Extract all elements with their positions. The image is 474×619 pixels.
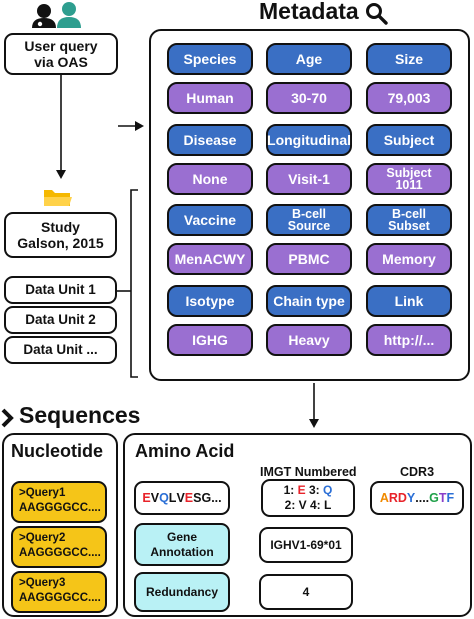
- imgt-position: 1:: [283, 483, 295, 497]
- residue: V: [176, 491, 185, 505]
- metadata-key: Species: [167, 43, 253, 75]
- data-unit-box: Data Unit 1: [4, 276, 117, 304]
- metadata-value: Human: [167, 82, 253, 114]
- residue: E: [184, 491, 194, 505]
- residue: Q: [159, 491, 169, 505]
- metadata-key: Longitudinal: [266, 124, 352, 156]
- residue: S: [193, 491, 202, 505]
- residue: L: [168, 491, 177, 505]
- residue: Q: [323, 483, 333, 497]
- residue: T: [438, 491, 447, 505]
- metadata-value: MenACWY: [167, 243, 253, 275]
- metadata-value: Subject 1011: [366, 163, 452, 195]
- residue: V: [150, 491, 160, 505]
- imgt-numbered-box: 1: E 3: Q 2: V 4: L: [261, 479, 355, 517]
- imgt-line-2: 2: V 4: L: [284, 498, 332, 512]
- magnifier-icon: [366, 3, 388, 25]
- residue: D: [397, 491, 407, 505]
- nucleotide-title: Nucleotide: [11, 441, 104, 461]
- metadata-key: Size: [366, 43, 452, 75]
- residue: ...: [211, 491, 222, 505]
- query-sequence: AAGGGGCC....: [19, 591, 101, 604]
- chevron-right-icon: [1, 408, 14, 428]
- gene-annotation-tool: Gene Annotation: [134, 523, 230, 566]
- sequences-title: Sequences: [19, 402, 141, 428]
- query-id: >Query3: [19, 577, 66, 589]
- residue: F: [446, 491, 455, 505]
- metadata-value: 79,003: [366, 82, 452, 114]
- user-query-box: User query via OAS: [4, 33, 118, 75]
- residue: E: [297, 483, 306, 497]
- metadata-key: Chain type: [266, 285, 352, 317]
- metadata-value: Memory: [366, 243, 452, 275]
- query-sequence: AAGGGGCC....: [19, 501, 101, 514]
- metadata-title: Metadata: [259, 0, 359, 24]
- metadata-key: Link: [366, 285, 452, 317]
- user-group-icon: [32, 2, 81, 28]
- redundancy-tool: Redundancy: [134, 572, 230, 612]
- residue: A: [379, 491, 389, 505]
- metadata-key: Isotype: [167, 285, 253, 317]
- study-box: Study Galson, 2015: [4, 212, 117, 258]
- query-id: >Query1: [19, 487, 66, 499]
- metadata-value: 30-70: [266, 82, 352, 114]
- cdr3-sequence: A R D Y .... G T F: [370, 481, 464, 515]
- metadata-key: Vaccine: [167, 204, 253, 236]
- amino-acid-title: Amino Acid: [135, 441, 235, 461]
- imgt-label: IMGT Numbered: [260, 465, 357, 479]
- residue: Y: [406, 491, 416, 505]
- query-id: >Query2: [19, 532, 66, 544]
- data-unit-box: Data Unit ...: [4, 336, 117, 364]
- metadata-value: Visit-1: [266, 163, 352, 195]
- imgt-position: 3:: [309, 483, 320, 497]
- protein-sequence: E V Q L V E S G ...: [134, 481, 230, 515]
- query-card: >Query2 AAGGGGCC....: [11, 526, 107, 568]
- metadata-key: Subject: [366, 124, 452, 156]
- metadata-key: B-cell Source: [266, 204, 352, 236]
- data-unit-box: Data Unit 2: [4, 306, 117, 334]
- query-card: >Query3 AAGGGGCC....: [11, 571, 107, 613]
- imgt-line-1: 1: E 3: Q: [284, 483, 333, 498]
- metadata-value: IGHG: [167, 324, 253, 356]
- metadata-value: http://...: [366, 324, 452, 356]
- metadata-key: Age: [266, 43, 352, 75]
- residue: ....: [415, 491, 430, 505]
- redundancy-result: 4: [259, 574, 353, 610]
- residue: R: [388, 491, 398, 505]
- residue: G: [201, 491, 212, 505]
- query-card: >Query1 AAGGGGCC....: [11, 481, 107, 523]
- residue: E: [142, 491, 151, 505]
- folder-icon: [44, 190, 72, 206]
- cdr3-label: CDR3: [400, 465, 435, 479]
- metadata-value: Heavy: [266, 324, 352, 356]
- gene-annotation-result: IGHV1-69*01: [259, 527, 353, 563]
- metadata-key: Disease: [167, 124, 253, 156]
- metadata-value: None: [167, 163, 253, 195]
- residue: G: [429, 491, 439, 505]
- metadata-key: B-cell Subset: [366, 204, 452, 236]
- metadata-value: PBMC: [266, 243, 352, 275]
- query-sequence: AAGGGGCC....: [19, 546, 101, 559]
